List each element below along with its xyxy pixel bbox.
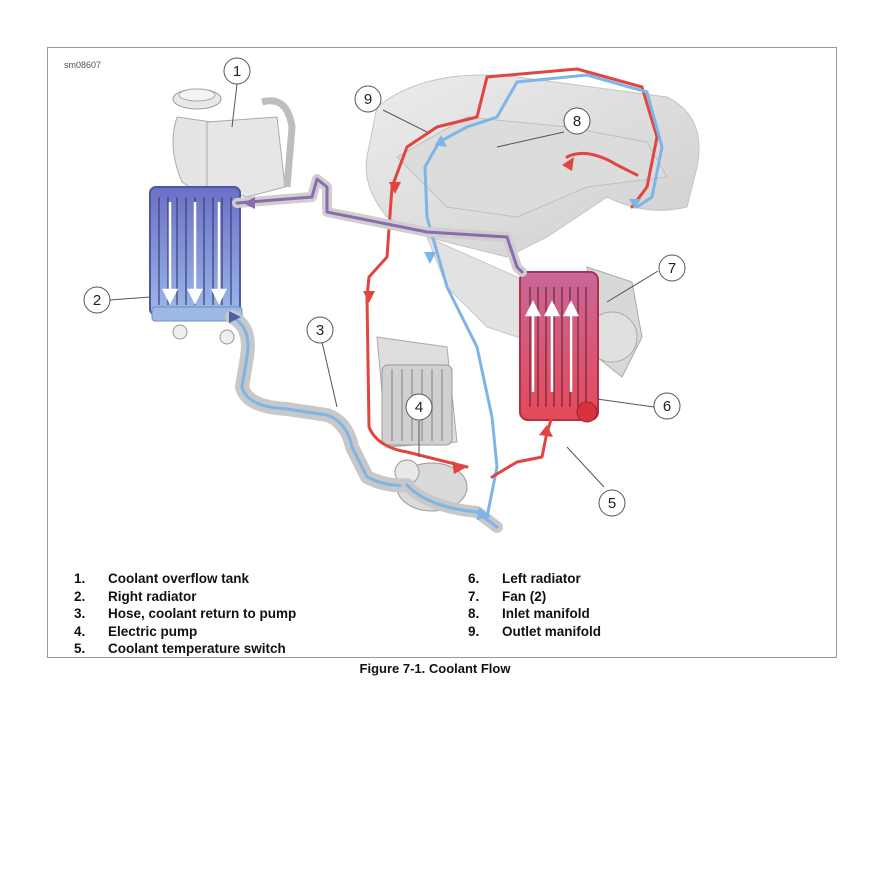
legend-item-7: 7.Fan (2) xyxy=(468,588,547,604)
coolant-hoses xyxy=(225,67,664,533)
callout-1: 1 xyxy=(223,57,251,85)
svg-text:2: 2 xyxy=(93,292,101,309)
callout-5: 5 xyxy=(598,489,626,517)
legend-item-5: 5.Coolant temperature switch xyxy=(74,641,286,657)
right-radiator xyxy=(149,186,243,345)
flow-arrows xyxy=(229,135,641,520)
legend-item-4: 4.Electric pump xyxy=(74,623,198,639)
svg-text:5: 5 xyxy=(608,495,616,512)
reference-code: sm08607 xyxy=(64,60,102,70)
legend-item-3: 3.Hose, coolant return to pump xyxy=(74,606,297,622)
legend-item-1: 1.Coolant overflow tank xyxy=(74,571,250,586)
figure-caption: Figure 7-1. Coolant Flow xyxy=(359,661,511,676)
svg-text:4: 4 xyxy=(415,399,423,416)
svg-text:9: 9 xyxy=(364,91,372,108)
coolant-flow-diagram: 1 2 3 4 5 6 7 8 9 xyxy=(83,57,700,533)
callout-8: 8 xyxy=(563,107,591,135)
legend-right-column: 6.Left radiator 7.Fan (2) 8.Inlet manifo… xyxy=(468,570,601,640)
callout-2: 2 xyxy=(83,286,111,314)
coolant-overflow-tank xyxy=(172,88,296,198)
svg-text:1: 1 xyxy=(233,63,241,80)
legend-item-9: 9.Outlet manifold xyxy=(468,623,601,639)
callout-6: 6 xyxy=(653,392,681,420)
callout-7: 7 xyxy=(658,254,686,282)
legend-item-6: 6.Left radiator xyxy=(468,571,581,586)
callout-9: 9 xyxy=(354,85,382,113)
svg-text:8: 8 xyxy=(573,113,581,130)
callout-leaders xyxy=(109,83,659,488)
callout-4: 4 xyxy=(405,393,433,421)
legend-item-8: 8.Inlet manifold xyxy=(468,606,590,622)
svg-text:3: 3 xyxy=(316,322,324,339)
svg-text:6: 6 xyxy=(663,398,671,415)
callout-3: 3 xyxy=(306,316,334,344)
legend-left-column: 1.Coolant overflow tank 2.Right radiator… xyxy=(74,570,296,658)
svg-text:7: 7 xyxy=(668,260,676,277)
left-radiator xyxy=(519,266,643,423)
legend-item-2: 2.Right radiator xyxy=(74,588,197,604)
